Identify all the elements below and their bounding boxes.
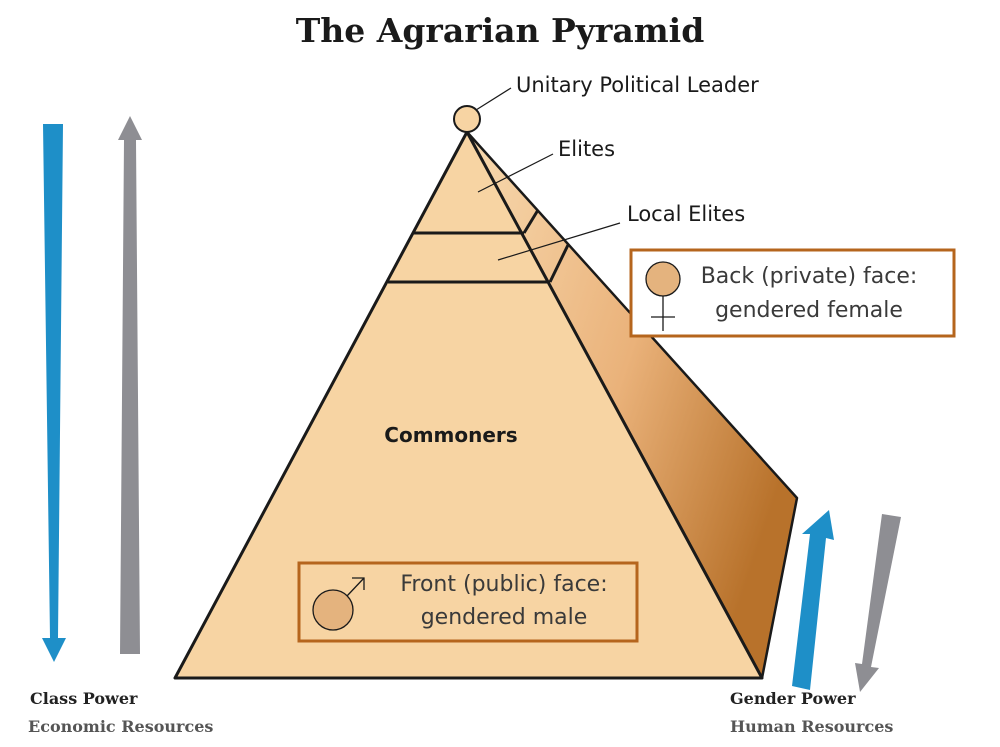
elites-callout-line <box>477 153 554 193</box>
back-face-line2: gendered female <box>715 298 903 323</box>
elites-side-divider <box>522 209 540 234</box>
economic-resources-label: Economic Resources <box>28 717 213 736</box>
front-face-box <box>297 561 639 643</box>
commoners-label: Commoners <box>384 423 517 447</box>
female-symbol-icon <box>645 261 681 331</box>
leader-callout-line <box>475 87 512 111</box>
gender-power-up-arrow <box>792 510 834 690</box>
leader-circle-icon <box>453 105 481 133</box>
front-face-line2: gendered male <box>421 605 588 630</box>
pyramid-front-face <box>173 130 764 680</box>
gender-power-label: Gender Power <box>730 689 856 708</box>
class-power-up-arrow <box>118 116 142 654</box>
local-elites-label: Local Elites <box>627 202 745 226</box>
male-symbol-icon <box>312 577 365 631</box>
back-face-line1: Back (private) face: <box>701 264 918 289</box>
back-face-box <box>629 248 956 338</box>
front-face-line1: Front (public) face: <box>400 572 607 597</box>
leader-label: Unitary Political Leader <box>516 73 759 97</box>
local-elites-callout-line <box>497 222 621 261</box>
human-resources-label: Human Resources <box>730 717 893 736</box>
local-elites-side-divider <box>548 244 570 283</box>
diagram-title: The Agrarian Pyramid <box>296 11 705 50</box>
gender-power-down-arrow <box>855 514 901 692</box>
class-power-down-arrow <box>42 124 66 662</box>
class-power-label: Class Power <box>30 689 138 708</box>
elites-label: Elites <box>558 137 615 161</box>
